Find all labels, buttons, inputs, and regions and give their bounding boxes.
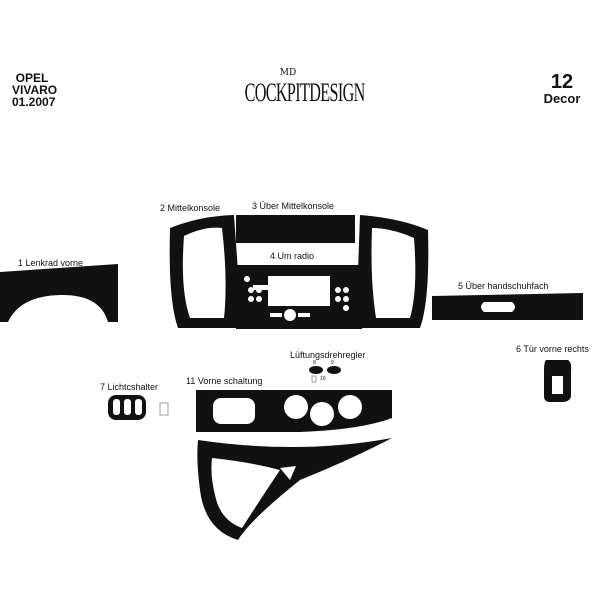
vehicle-date: 01.2007 <box>12 95 56 109</box>
label-part-7: 7 Lichtcshalter <box>100 382 159 392</box>
part-10-piece <box>311 375 317 383</box>
label-part-1: 1 Lenkrad vorne <box>18 258 84 268</box>
label-vent-knobs: Lüftungsdrehregler <box>290 350 366 360</box>
part-1-steering-trim <box>0 264 118 322</box>
dial-cutout <box>284 395 308 419</box>
part-5-glovebox-trim <box>432 293 583 320</box>
triangle-cutout <box>280 466 296 480</box>
radio-button <box>256 296 262 302</box>
radio-button <box>343 287 349 293</box>
label-part-10: 10 <box>320 376 326 382</box>
radio-button <box>343 305 349 311</box>
brand-logo: MD COCKPITDESIGN <box>218 68 366 108</box>
radio-button <box>335 287 341 293</box>
switch-cutout <box>113 399 120 415</box>
switch-cutout <box>135 399 142 415</box>
radio-display-cutout <box>268 276 330 306</box>
label-part-5: 5 Über handschuhfach <box>458 281 549 291</box>
part-3-upper-console <box>236 215 355 243</box>
radio-slot-left <box>270 313 282 317</box>
radio-button <box>248 296 254 302</box>
part-8-vent-knob <box>309 366 323 374</box>
piece-type: Decor <box>543 91 581 106</box>
dial-cutout <box>310 402 334 426</box>
piece-count: 12 <box>550 71 574 93</box>
label-part-8: 8 <box>313 360 316 366</box>
dial-cutout <box>338 395 362 419</box>
radio-slot-right <box>298 313 310 317</box>
radio-button <box>256 287 262 293</box>
piece-info: 12 Decor <box>540 72 584 105</box>
vehicle-model: VIVARO <box>12 83 58 97</box>
label-part-3: 3 Über Mittelkonsole <box>252 201 335 211</box>
part-6-door-trim <box>544 360 572 402</box>
label-part-9: 9 <box>331 360 334 366</box>
part-2-right-vent-frame <box>356 215 429 328</box>
vehicle-info: OPEL VIVARO 01.2007 <box>12 71 58 109</box>
radio-button <box>335 296 341 302</box>
label-part-2: 2 Mittelkonsole <box>160 203 221 213</box>
shift-panel-cutout <box>213 398 255 424</box>
label-part-6: 6 Tür vorne rechts <box>516 344 589 354</box>
label-part-11: 11 Vorne schaltung <box>186 376 263 386</box>
part-2-left-vent-frame <box>169 215 242 328</box>
radio-button <box>248 287 254 293</box>
radio-knob-cutout <box>284 309 296 321</box>
label-part-4: 4 Um radio <box>270 251 315 261</box>
logo-mark: MD <box>279 68 297 78</box>
radio-button <box>343 296 349 302</box>
part-9-vent-knob <box>327 366 341 374</box>
radio-button <box>244 276 250 282</box>
part-7-small-piece <box>159 402 169 416</box>
label-part-12: 12 Um schaltung <box>256 447 324 457</box>
switch-cutout <box>124 399 131 415</box>
vehicle-make: OPEL <box>15 71 49 85</box>
part-12-shift-surround <box>197 438 392 540</box>
